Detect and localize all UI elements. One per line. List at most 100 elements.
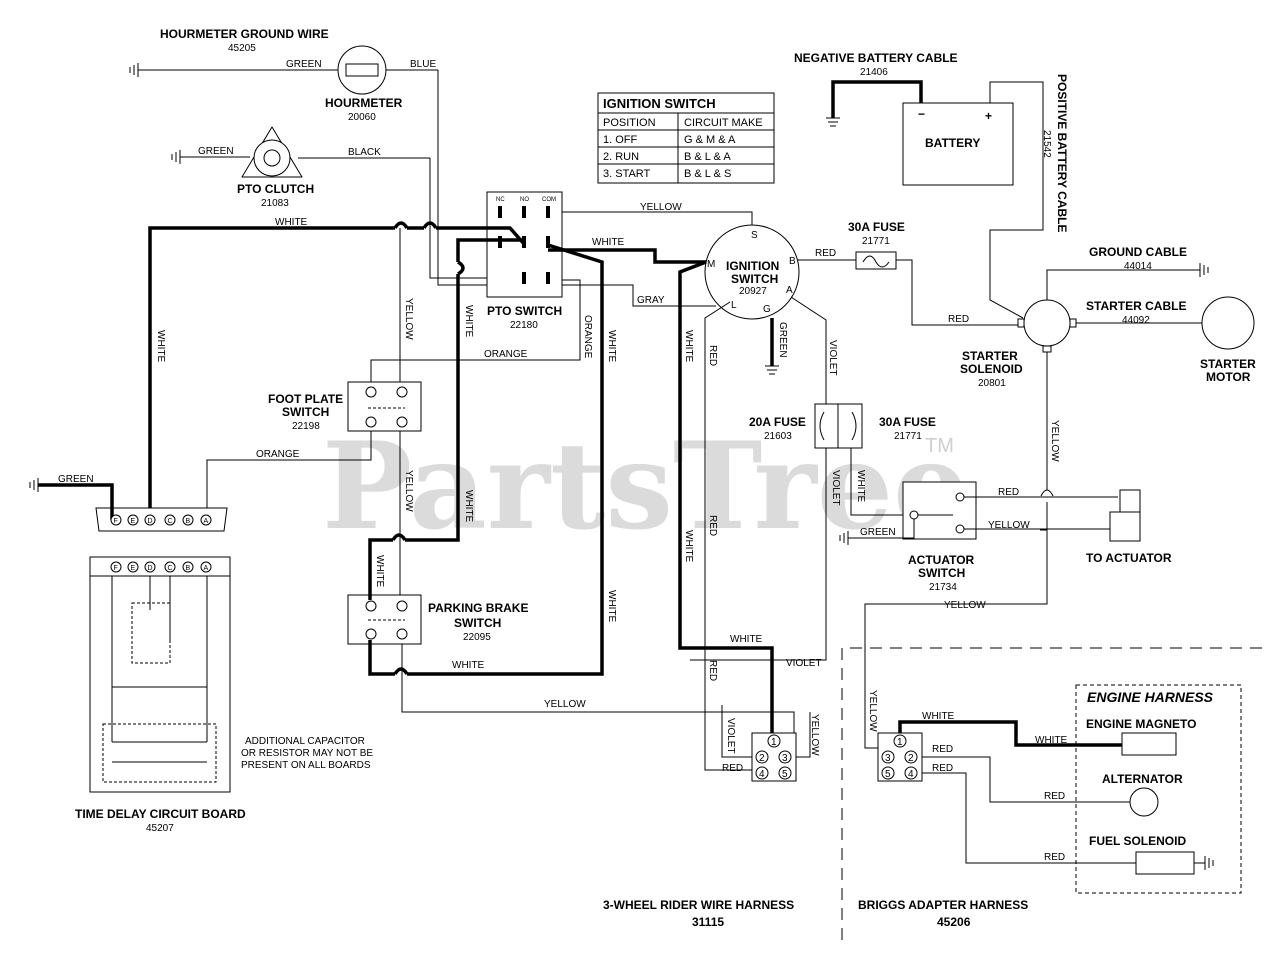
capacitor-note-1: ADDITIONAL CAPACITOR xyxy=(245,736,365,747)
battery-label: BATTERY xyxy=(925,136,980,150)
wire-label-yellow: YELLOW xyxy=(640,202,682,213)
terminal-f xyxy=(110,514,122,526)
terminal-f xyxy=(110,561,122,573)
terminal-label-c: C xyxy=(168,565,173,572)
wire-label-white: WHITE xyxy=(1035,735,1068,746)
wire-label-yellow: YELLOW xyxy=(809,714,820,756)
fuse-20a-label: 20A FUSE xyxy=(749,415,806,429)
fuse-30a-top-icon xyxy=(855,251,897,270)
pin-2: 2 xyxy=(908,753,914,764)
starter-cable-num: 44092 xyxy=(1122,315,1150,326)
ignition-table-header-position: POSITION xyxy=(603,117,656,129)
wire-label-white: WHITE xyxy=(275,217,308,228)
parking-brake-num: 22095 xyxy=(463,632,491,643)
ignition-num: 20927 xyxy=(739,286,767,297)
pto-pin-no: NO xyxy=(520,197,529,203)
wire-label-yellow: YELLOW xyxy=(403,470,414,512)
fuse-30a-mid-label: 30A FUSE xyxy=(879,415,936,429)
solenoid-label-1: STARTER xyxy=(962,349,1018,363)
wire-label-orange: ORANGE xyxy=(582,315,593,359)
ignition-label-1: IGNITION xyxy=(726,259,779,273)
fuse-30a-mid-num: 21771 xyxy=(894,431,922,442)
neg-battery-label: NEGATIVE BATTERY CABLE xyxy=(794,51,958,65)
pin-2: 2 xyxy=(759,753,765,764)
wire-label-white: WHITE xyxy=(463,490,474,523)
starter-motor-label-1: STARTER xyxy=(1200,357,1256,371)
ground-cable-num: 44014 xyxy=(1124,261,1152,272)
hourmeter-num: 20060 xyxy=(348,112,376,123)
pto-pin-com: COM xyxy=(542,197,556,203)
ign-term-m: M xyxy=(707,259,715,270)
pto-switch-label: PTO SWITCH xyxy=(487,304,562,318)
wire-label-red: RED xyxy=(998,487,1019,498)
fuel-solenoid-icon xyxy=(1135,851,1195,875)
terminal-label-a: A xyxy=(204,565,209,572)
pin-1: 1 xyxy=(897,737,903,748)
wire-label-red: RED xyxy=(932,763,953,774)
engine-magneto-label: ENGINE MAGNETO xyxy=(1086,717,1196,731)
wire-label-violet: VIOLET xyxy=(830,470,841,506)
wire-label-red: RED xyxy=(1044,852,1065,863)
starter-motor-label-2: MOTOR xyxy=(1206,370,1251,384)
wire-label-yellow: YELLOW xyxy=(1049,420,1060,462)
ground-icon xyxy=(1199,262,1209,278)
wire-label-white: WHITE xyxy=(155,330,166,363)
actuator-switch: ACTUATOR SWITCH 21734 xyxy=(902,481,977,593)
hourmeter-group: HOURMETER GROUND WIRE 45205 GREEN BLUE H… xyxy=(129,27,525,286)
terminal-a xyxy=(200,561,212,573)
ignition-row-1-circuit: G & M & A xyxy=(684,134,736,146)
pto-pin-nc: NC xyxy=(496,197,505,203)
wire-label-yellow: YELLOW xyxy=(544,699,586,710)
briggs-harness-label: BRIGGS ADAPTER HARNESS xyxy=(858,898,1028,912)
foot-plate-label-1: FOOT PLATE xyxy=(268,392,343,406)
ignition-table: IGNITION SWITCH POSITION CIRCUIT MAKE 1.… xyxy=(597,92,775,184)
neg-battery-num: 21406 xyxy=(860,67,888,78)
ign-term-l: L xyxy=(731,300,737,311)
terminal-label-d: D xyxy=(148,565,153,572)
ignition-table-header-circuit: CIRCUIT MAKE xyxy=(684,117,763,129)
alternator-icon xyxy=(1129,787,1159,817)
ignition-row-1-pos: 1. OFF xyxy=(603,134,638,146)
wire-label-orange: ORANGE xyxy=(484,349,528,360)
terminal-label-a: A xyxy=(204,518,209,525)
harness-divider xyxy=(841,647,1262,940)
actuator-label-2: SWITCH xyxy=(918,566,965,580)
hourmeter-ground-label: HOURMETER GROUND WIRE xyxy=(160,27,329,41)
pin-5: 5 xyxy=(782,769,788,780)
wire-label-red: RED xyxy=(707,660,718,681)
wire-label-violet: VIOLET xyxy=(786,658,822,669)
starter-cable-label: STARTER CABLE xyxy=(1086,299,1186,313)
terminal-b xyxy=(182,514,194,526)
ign-term-a: A xyxy=(786,285,793,296)
rider-harness-connector: 1 2 3 4 5 xyxy=(751,732,797,782)
wire-label-yellow: YELLOW xyxy=(988,520,1030,531)
wire-label-white: WHITE xyxy=(452,660,485,671)
wire-label-white: WHITE xyxy=(855,470,866,503)
foot-plate-switch: FOOT PLATE SWITCH 22198 xyxy=(268,381,422,432)
wire-label-red: RED xyxy=(932,744,953,755)
wire-label-white: WHITE xyxy=(374,555,385,588)
battery-minus: − xyxy=(918,107,925,121)
briggs-harness-connector: 1 3 2 5 4 xyxy=(877,732,923,782)
ground-icon xyxy=(129,62,139,78)
wire-label-white: WHITE xyxy=(606,330,617,363)
ignition-row-2-circuit: B & L & A xyxy=(684,151,731,163)
pin-4: 4 xyxy=(759,769,765,780)
time-delay-board: TIME DELAY CIRCUIT BOARD 45207 xyxy=(75,556,246,834)
terminal-label-e: E xyxy=(131,518,136,525)
briggs-harness-num: 45206 xyxy=(937,915,971,929)
ignition-row-3-pos: 3. START xyxy=(603,168,651,180)
time-delay-label: TIME DELAY CIRCUIT BOARD xyxy=(75,807,246,821)
terminal-c xyxy=(164,561,176,573)
actuator-label-1: ACTUATOR xyxy=(908,553,975,567)
pin-5: 5 xyxy=(885,769,891,780)
pto-clutch-label: PTO CLUTCH xyxy=(237,182,314,196)
ground-cable-label: GROUND CABLE xyxy=(1089,245,1187,259)
fuse-pair: 20A FUSE 21603 30A FUSE 21771 xyxy=(749,403,936,449)
solenoid-num: 20801 xyxy=(978,378,1006,389)
wire-label-white: WHITE xyxy=(463,305,474,338)
pto-switch: NC NO COM PTO SWITCH 22180 xyxy=(486,191,563,331)
